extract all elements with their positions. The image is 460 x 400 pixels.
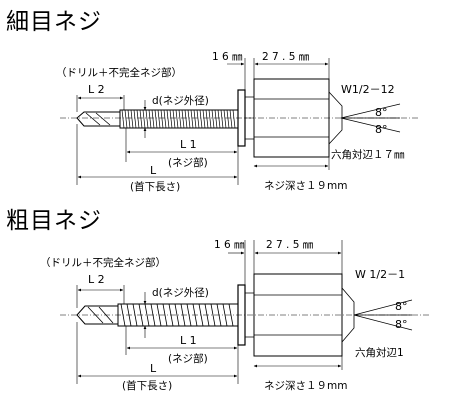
coarse-dim-275-label: 2 7 . 5 ㎜: [266, 239, 314, 251]
fine-pipe-thread-label: W1/2－12: [341, 83, 395, 96]
coarse-angle-bottom-label: 8°: [395, 318, 408, 331]
fine-thread-part-label: (ネジ部): [168, 156, 208, 169]
fine-thread-pattern: [121, 109, 236, 129]
coarse-d-label: d(ネジ外径): [152, 286, 209, 299]
coarse-thread-heading: 粗目ネジ: [6, 208, 102, 234]
coarse-angle-top-label: 8°: [395, 300, 408, 313]
fine-l-label: L: [150, 164, 157, 177]
fine-thread-diagram: （ドリル＋不完全ネジ部） L 2 d(ネジ外径) L 1 (ネジ部) L (首下…: [56, 51, 420, 193]
fine-angle-bottom-label: 8°: [375, 123, 388, 136]
coarse-pipe-thread-label: W 1/2－1: [355, 268, 405, 281]
fine-depth-label: ネジ深さ１９mm: [264, 180, 347, 192]
coarse-depth-label: ネジ深さ１９mm: [264, 380, 347, 392]
fine-under-head-label: (首下長さ): [130, 180, 180, 193]
coarse-hex-label: 六角対辺1: [355, 346, 404, 359]
coarse-thread-diagram: （ドリル＋不完全ネジ部） L 2 d(ネジ外径) L 1 (ネジ部) L (首下…: [40, 239, 430, 392]
fine-dim-16-label: 1 6 ㎜: [212, 51, 243, 63]
fine-drill-note: （ドリル＋不完全ネジ部）: [56, 66, 182, 79]
coarse-l1-label: L 1: [180, 334, 197, 347]
coarse-l-label: L: [150, 362, 157, 375]
fine-d-label: d(ネジ外径): [152, 94, 209, 107]
coarse-thread-part-label: (ネジ部): [168, 352, 208, 365]
coarse-under-head-label: (首下長さ): [122, 379, 172, 392]
fine-l1-label: L 1: [180, 138, 197, 151]
fine-dim-275-label: 2 7 . 5 ㎜: [262, 51, 310, 63]
coarse-dim-16-label: 1 6 ㎜: [214, 239, 245, 251]
coarse-l2-label: L 2: [88, 273, 105, 286]
coarse-drill-note: （ドリル＋不完全ネジ部）: [40, 256, 166, 269]
fine-l2-label: L 2: [88, 83, 105, 96]
fine-hex-label: 六角対辺１７㎜: [331, 148, 405, 161]
fine-thread-heading: 細目ネジ: [6, 9, 102, 35]
fine-angle-top-label: 8°: [375, 106, 388, 119]
